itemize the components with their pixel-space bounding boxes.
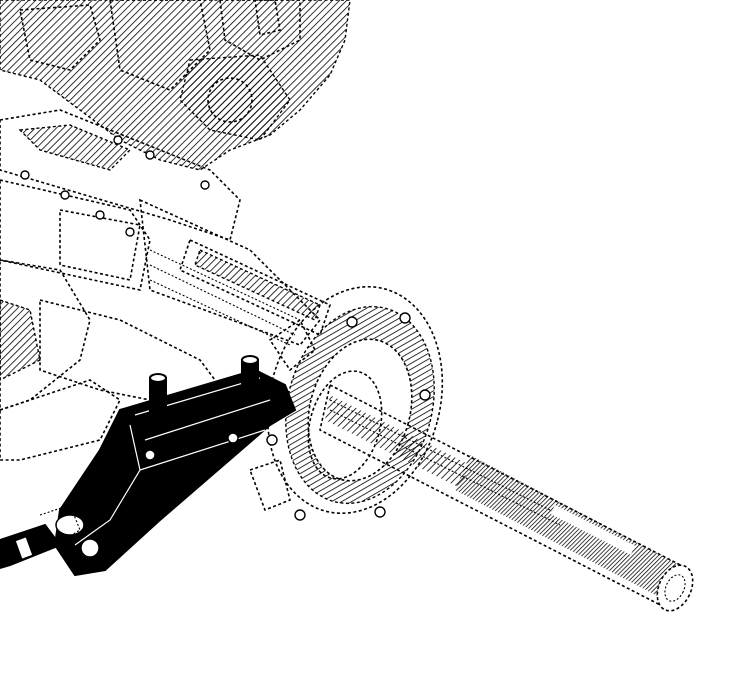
- guide-pin-right: [241, 355, 259, 397]
- shaft: [319, 383, 694, 612]
- ghosted-tube: [179, 238, 331, 337]
- linkage-arm: [0, 504, 81, 570]
- guide-pin-left: [149, 373, 167, 415]
- tool-bracket: [53, 368, 297, 577]
